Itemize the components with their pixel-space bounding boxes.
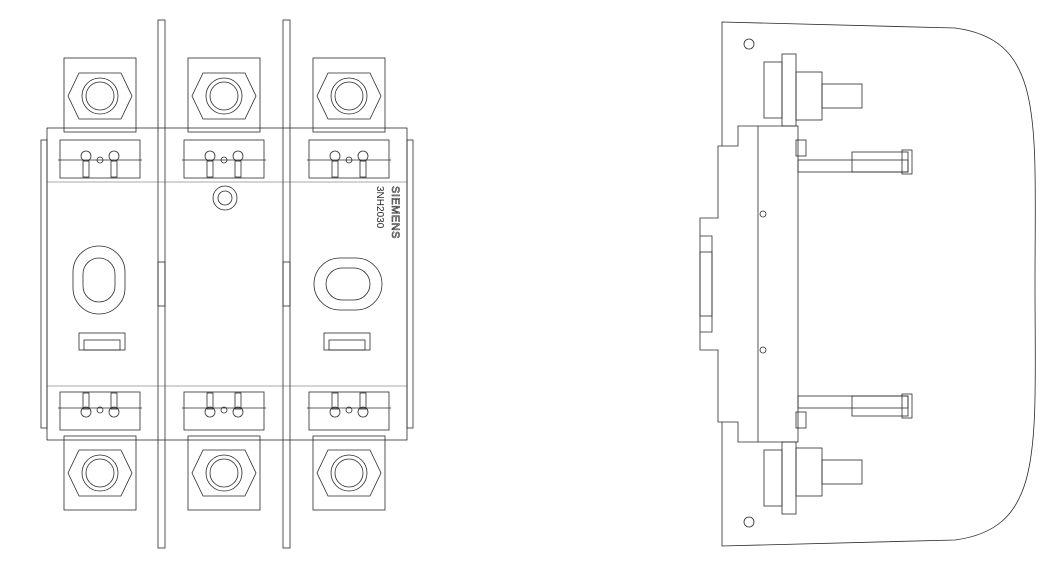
front-view: SIEMENS 3NH2030 <box>40 19 414 549</box>
housing-body <box>40 127 414 441</box>
mounting-hole-bottom <box>743 516 755 528</box>
oval-window-left <box>72 245 126 315</box>
part-number-label: 3NH2030 <box>374 186 385 229</box>
side-terminal-top <box>763 53 913 175</box>
mounting-plate <box>721 21 1036 547</box>
center-mounting-screw <box>212 185 238 211</box>
terminal-top-3 <box>307 57 391 179</box>
terminal-bottom-2 <box>182 391 266 511</box>
phase-barrier-right <box>282 19 291 549</box>
side-view <box>699 21 1036 547</box>
label-slot-left <box>78 332 126 351</box>
phase-barrier-left <box>157 19 166 549</box>
oval-window-right <box>313 257 383 311</box>
terminal-bottom-3 <box>307 391 391 511</box>
mounting-hole-top <box>743 38 755 50</box>
side-terminal-bottom <box>763 393 913 515</box>
label-slot-right <box>323 332 371 351</box>
base-profile <box>699 125 799 443</box>
terminal-top-2 <box>182 57 266 179</box>
terminal-bottom-1 <box>58 391 142 511</box>
brand-label: SIEMENS <box>389 186 401 239</box>
terminal-top-1 <box>58 57 142 179</box>
